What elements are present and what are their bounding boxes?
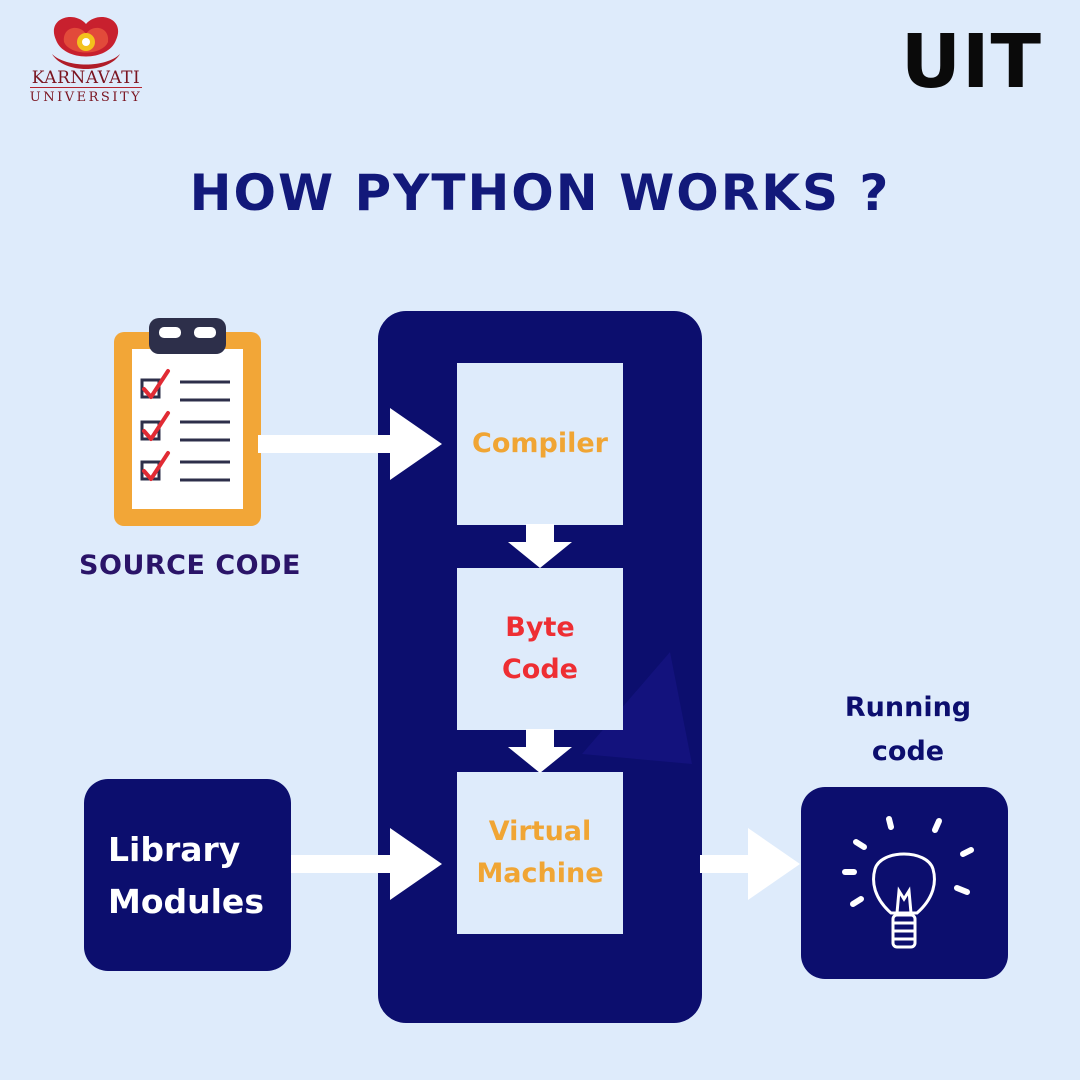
university-logo: [52, 17, 120, 69]
arrow-library-to-vm: [290, 828, 442, 900]
arrow-vm-to-running: [700, 828, 800, 900]
library-label-line2: Modules: [108, 882, 264, 921]
library-modules-label: Library Modules: [108, 824, 264, 928]
vm-label-line1: Virtual: [488, 816, 592, 847]
library-label-line1: Library: [108, 830, 241, 869]
logo-divider: [30, 87, 142, 88]
source-code-label: SOURCE CODE: [79, 550, 301, 581]
logo-subtitle: UNIVERSITY: [29, 90, 143, 105]
library-modules-box: [84, 779, 291, 971]
arrow-bytecode-to-vm: [508, 729, 572, 773]
clipboard-checklist-icon: [114, 318, 261, 526]
vm-label-line2: Machine: [476, 858, 604, 889]
compiler-stage: Compiler: [457, 363, 623, 525]
bytecode-label-line2: Code: [501, 654, 578, 685]
bytecode-label-line1: Byte: [505, 612, 575, 643]
running-code-label: Running code: [808, 686, 1008, 774]
decorative-triangle: [582, 652, 692, 764]
logo-name: KARNAVATI: [31, 68, 141, 88]
page-title: HOW PYTHON WORKS ?: [189, 164, 891, 222]
brand-mark: UIT: [900, 19, 1042, 105]
virtual-machine-stage: Virtual Machine: [457, 772, 623, 934]
lightbulb-icon: [842, 816, 974, 949]
bytecode-stage: Byte Code: [457, 568, 623, 730]
arrow-source-to-compiler: [258, 408, 442, 480]
running-label-line1: Running: [844, 692, 972, 723]
arrow-compiler-to-bytecode: [508, 524, 572, 568]
compiler-label: Compiler: [472, 428, 608, 459]
running-label-line2: code: [871, 736, 945, 767]
